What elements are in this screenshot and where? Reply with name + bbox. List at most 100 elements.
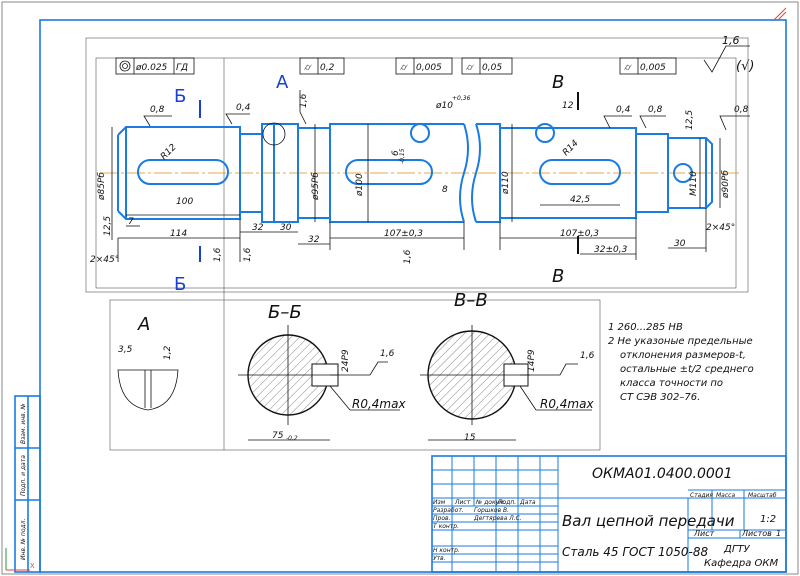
svg-text:100: 100 [176,197,193,207]
title-block: ОКМА01.0400.0001 Вал цепной передачи Ста… [431,455,787,573]
svg-text:0,8: 0,8 [734,105,749,115]
svg-text:ø95Рб: ø95Рб [311,172,321,201]
section-v-bottom-label: В [552,266,564,287]
svg-text:СТ СЭВ 302–76.: СТ СЭВ 302–76. [620,392,700,403]
tol-5-value: 0,005 [640,63,666,73]
svg-text:1,6: 1,6 [380,349,395,359]
svg-text:12: 12 [562,101,574,111]
svg-text:Листов: Листов [741,529,772,538]
svg-text:12,5: 12,5 [685,110,695,130]
svg-text:Т контр.: Т контр. [433,523,459,530]
svg-text:0,8: 0,8 [150,105,165,115]
tolerance-frames: ø0.025 ГД ⌭0,2 ⌭0,005 ⌭0,05 ⌭0,005 [115,57,677,75]
svg-text:ø100: ø100 [355,173,365,197]
tol-4-value: 0,05 [482,63,502,73]
scale-value: 1:2 [760,514,776,525]
svg-text:0,4: 0,4 [236,103,251,113]
roughness-marks: 0,8 0,4 1,6 0,4 0,8 0,8 12,5 1,6 1,6 1,6… [103,90,750,264]
svg-text:R0,4max: R0,4max [352,397,406,411]
svg-text:114: 114 [170,229,187,239]
svg-text:14Р9: 14Р9 [527,349,537,372]
svg-text:-0,15: -0,15 [399,148,406,164]
view-a: А 3,5 1,2 [117,314,179,411]
svg-text:№ докум.: № докум. [475,499,506,506]
drawing-frame [39,19,787,573]
svg-text:остальные ±t/2 среднего: остальные ±t/2 среднего [620,364,754,375]
section-markers: Б Б А В В [174,72,579,295]
stamp-text-2: Подп. и дата [20,455,27,496]
svg-text:42,5: 42,5 [570,195,590,205]
tol-2-value: 0,2 [320,63,335,73]
svg-text:⌭: ⌭ [304,63,312,73]
svg-text:32±0,3: 32±0,3 [594,245,628,255]
svg-text:R14: R14 [561,138,581,158]
svg-text:R0,4max: R0,4max [540,397,594,411]
svg-text:2×45°: 2×45° [90,255,119,265]
svg-text:⌭: ⌭ [400,63,408,73]
drawing-code: ОКМА01.0400.0001 [592,466,733,482]
svg-text:2 Не указоные предельные: 2 Не указоные предельные [608,336,753,347]
axis-origin-icon: X [5,548,35,571]
svg-text:75: 75 [272,431,284,441]
svg-text:1,6: 1,6 [213,247,223,262]
svg-text:1 260...285 НВ: 1 260...285 НВ [608,322,683,333]
view-a-label: А [276,72,289,93]
svg-text:Масса: Масса [716,492,735,499]
svg-text:отклонения размеров-t,: отклонения размеров-t, [620,350,746,361]
svg-text:Утв.: Утв. [433,555,446,562]
stamp-text-1: Взам. инв. № [20,403,27,444]
svg-text:32: 32 [252,223,264,233]
svg-text:1,6: 1,6 [299,93,309,108]
svg-text:1,6: 1,6 [580,351,595,361]
svg-text:Изм: Изм [433,499,446,506]
svg-text:⌭: ⌭ [624,63,632,73]
svg-text:Кафедра ОКМ: Кафедра ОКМ [704,558,778,569]
svg-text:8: 8 [442,185,448,195]
svg-text:Горшков В.: Горшков В. [474,507,509,514]
svg-text:В–В: В–В [454,290,488,311]
svg-text:Дата: Дата [519,499,536,506]
svg-text:1,6: 1,6 [722,34,740,47]
svg-text:Б–Б: Б–Б [268,302,302,323]
svg-text:Разработ.: Разработ. [433,507,464,514]
svg-text:Дегтярева Л.С.: Дегтярева Л.С. [473,515,522,522]
section-b-top-label: Б [174,86,186,107]
view-a-callout [262,122,286,146]
svg-text:24Р9: 24Р9 [341,349,351,372]
svg-text:ø110: ø110 [501,171,511,195]
corner-resize-icon[interactable] [773,7,787,21]
svg-text:ДГТУ: ДГТУ [723,544,750,555]
svg-text:(√): (√) [736,59,754,74]
section-vv: В–В 14Р9 1,6 15 R0,4max [420,290,595,443]
svg-text:класса точности по: класса точности по [620,378,723,389]
svg-text:ø10: ø10 [435,101,453,111]
tol-1-base: ГД [176,63,188,73]
svg-text:107±0,3: 107±0,3 [384,229,423,239]
svg-text:1,6: 1,6 [243,247,253,262]
svg-text:М110: М110 [689,171,699,196]
svg-text:3,5: 3,5 [118,345,133,355]
svg-text:Масштаб: Масштаб [748,492,777,499]
svg-text:12,5: 12,5 [103,216,113,236]
svg-text:107±0,3: 107±0,3 [560,229,599,239]
tol-3-value: 0,005 [416,63,442,73]
material: Сталь 45 ГОСТ 1050-88 [562,545,709,559]
svg-text:-0,2: -0,2 [286,435,298,442]
svg-text:30: 30 [280,223,292,233]
svg-text:ø0.025: ø0.025 [135,63,168,73]
stamp-text-3: Инв. № подл. [20,519,27,560]
svg-text:15: 15 [464,433,476,443]
svg-text:Пров.: Пров. [433,515,451,522]
part-name: Вал цепной передачи [562,512,735,530]
svg-text:А: А [137,314,150,335]
svg-text:+0,36: +0,36 [452,95,471,102]
technical-notes: 1 260...285 НВ 2 Не указоные предельные … [608,322,754,403]
tol-1-value: 0.025 [142,63,168,73]
svg-text:ø85Рб: ø85Рб [97,172,107,201]
svg-text:1,6: 1,6 [403,249,413,264]
svg-text:1: 1 [776,529,781,538]
dimension-texts: ø85Рб ø95Рб ø100 ø110 ø90Рб М110 R12 R14… [90,95,735,265]
svg-text:6: 6 [391,150,401,156]
